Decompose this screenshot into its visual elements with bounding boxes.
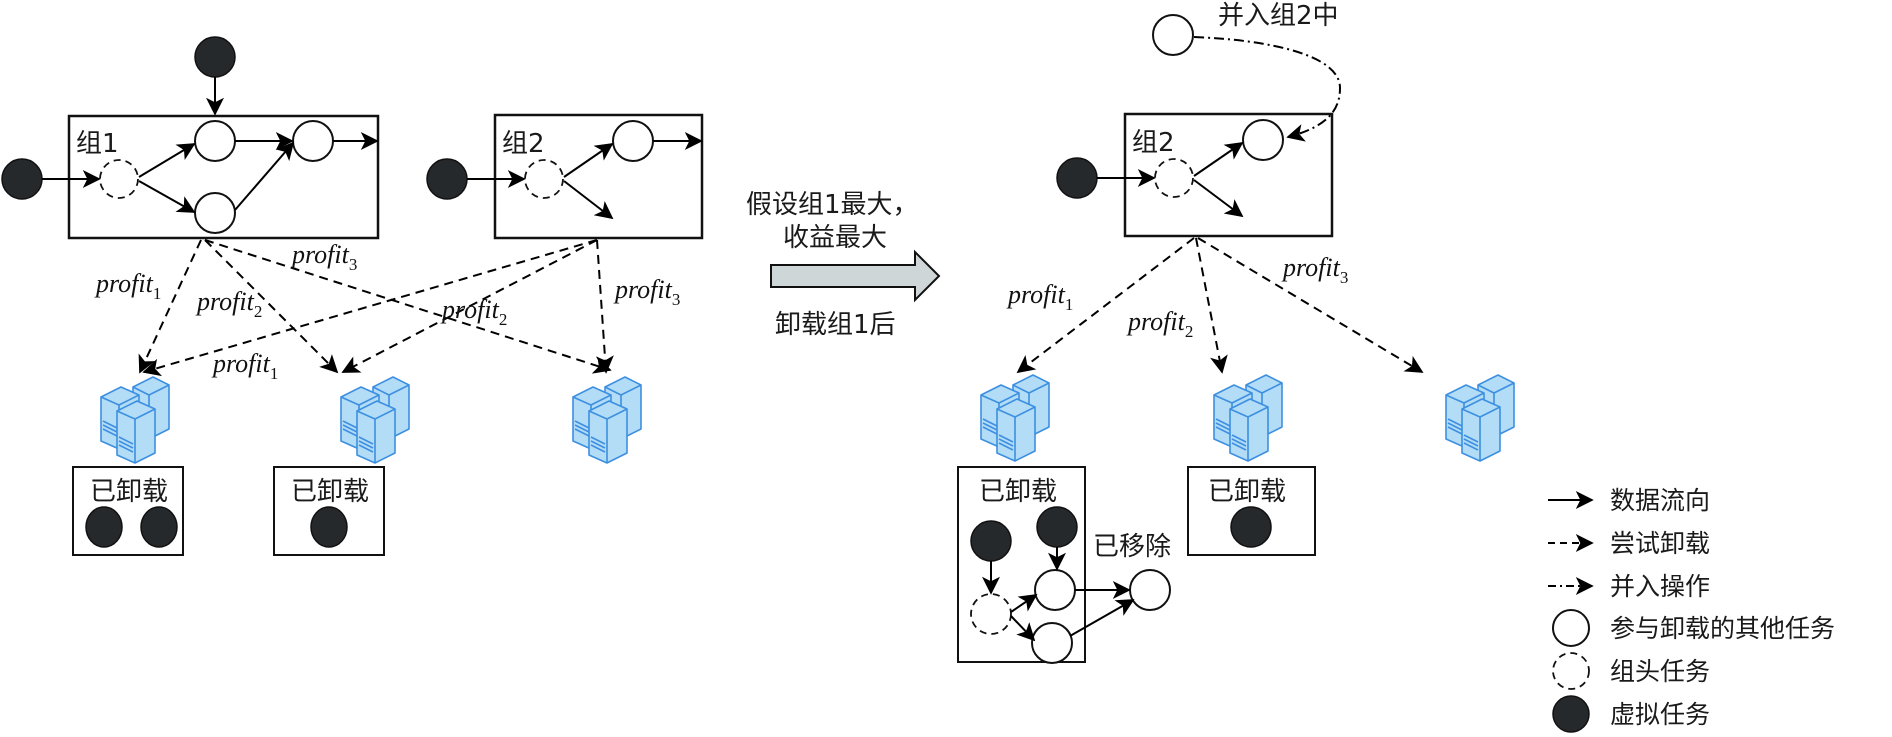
legend-item: 数据流向 xyxy=(1548,486,1710,515)
legend-label: 并入操作 xyxy=(1610,572,1710,601)
group1-label: 组1 xyxy=(76,129,119,159)
legend-label: 数据流向 xyxy=(1610,486,1710,515)
removed-label: 已移除 xyxy=(1093,532,1171,562)
offloaded-label: 已卸载 xyxy=(1208,477,1286,507)
profit-label: profit2 xyxy=(195,287,262,321)
offloaded-label: 已卸载 xyxy=(291,477,369,507)
tentative-offload-arrows xyxy=(1016,237,1424,374)
virtual-task-node xyxy=(140,506,178,548)
virtual-task-node xyxy=(1036,506,1078,548)
offloaded-box xyxy=(72,466,184,556)
group-head-node xyxy=(99,159,139,199)
virtual-task-node xyxy=(194,36,236,78)
tentative-offload-arrows xyxy=(138,239,614,377)
transition-arrow-icon xyxy=(770,249,941,303)
transition-caption-line2: 收益最大 xyxy=(783,223,887,253)
profit-label: profit1 xyxy=(94,269,161,303)
data-flow-arrows xyxy=(1097,141,1244,218)
virtual-task-node xyxy=(1056,157,1098,199)
data-flow-arrows xyxy=(982,547,1135,642)
virtual-task-node xyxy=(426,158,468,200)
edge-server-icon xyxy=(572,376,642,464)
legend-item: 尝试卸载 xyxy=(1548,529,1710,558)
task-node xyxy=(1031,622,1073,664)
open-circle-icon xyxy=(1552,609,1590,647)
legend-item: 组头任务 xyxy=(1552,652,1710,690)
task-node xyxy=(1152,14,1194,56)
group2-label: 组2 xyxy=(502,129,545,159)
virtual-task-node xyxy=(970,520,1012,562)
offloaded-box xyxy=(957,466,1086,663)
task-node xyxy=(1034,569,1076,611)
legend-label: 组头任务 xyxy=(1610,657,1710,686)
virtual-task-node xyxy=(1230,506,1272,548)
task-node xyxy=(292,120,334,162)
transition-caption-below: 卸载组1后 xyxy=(775,310,896,340)
profit-label: profit2 xyxy=(1126,307,1193,341)
legend-label: 虚拟任务 xyxy=(1610,700,1710,729)
legend-item: 虚拟任务 xyxy=(1552,695,1710,733)
legend: 数据流向 尝试卸载 并入操作 参与卸载的其他任务 组头任务 虚拟任务 xyxy=(1548,486,1835,733)
profit-label: profit3 xyxy=(1281,253,1348,287)
group2-box xyxy=(1123,112,1334,238)
merge-label: 并入组2中 xyxy=(1218,1,1339,31)
task-node xyxy=(612,120,654,162)
data-flow-arrows xyxy=(467,132,703,220)
dashed-circle-icon xyxy=(1552,652,1590,690)
group1-box xyxy=(67,114,380,240)
group-head-node xyxy=(524,159,564,199)
task-node xyxy=(194,192,236,234)
offloaded-label: 已卸载 xyxy=(979,477,1057,507)
task-node xyxy=(1242,119,1284,161)
profit-label: profit1 xyxy=(211,349,278,383)
virtual-task-node xyxy=(310,506,348,548)
legend-label: 参与卸载的其他任务 xyxy=(1610,614,1835,643)
group-head-node xyxy=(970,593,1012,635)
edge-server-icon xyxy=(980,374,1050,462)
edge-server-icon xyxy=(340,376,410,464)
offloaded-box xyxy=(273,466,385,556)
data-flow-arrows xyxy=(42,77,379,213)
removed-task-node xyxy=(1129,569,1171,611)
merge-arrow xyxy=(1193,36,1342,142)
offloaded-label: 已卸载 xyxy=(90,477,168,507)
edge-server-icon xyxy=(1445,374,1515,462)
filled-circle-icon xyxy=(1552,695,1590,733)
offloaded-box xyxy=(1187,466,1316,556)
profit-label: profit3 xyxy=(613,275,680,309)
legend-label: 尝试卸载 xyxy=(1610,529,1710,558)
task-node xyxy=(194,120,236,162)
legend-item: 并入操作 xyxy=(1548,572,1710,601)
profit-label: profit3 xyxy=(290,240,357,274)
profit-label: profit2 xyxy=(440,295,507,329)
profit-label: profit1 xyxy=(1006,280,1073,314)
group2-box xyxy=(493,113,704,240)
virtual-task-node xyxy=(1,158,43,200)
edge-server-icon xyxy=(100,376,170,464)
transition-caption-line1: 假设组1最大， xyxy=(746,190,919,220)
legend-item: 参与卸载的其他任务 xyxy=(1552,609,1835,647)
group2-label: 组2 xyxy=(1132,128,1175,158)
edge-server-icon xyxy=(1213,374,1283,462)
virtual-task-node xyxy=(85,506,123,548)
group-head-node xyxy=(1154,158,1194,198)
